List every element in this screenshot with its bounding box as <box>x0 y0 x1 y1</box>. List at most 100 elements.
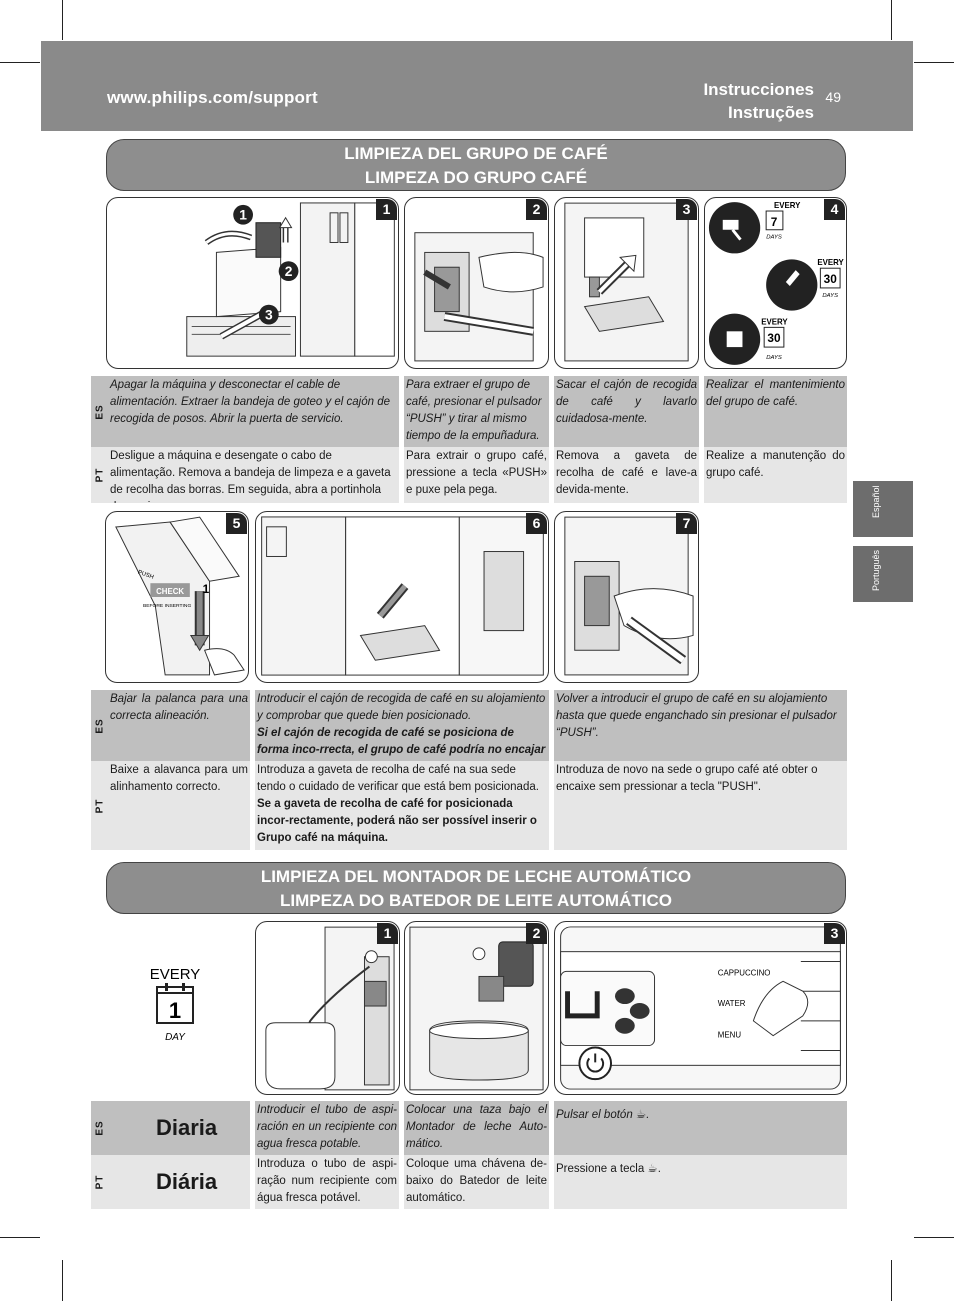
illustration-panel-6: 6 <box>255 511 549 683</box>
panel-number: 3 <box>824 923 845 944</box>
milk-illustration-panel-1: 1 <box>255 921 400 1095</box>
panel-number: 1 <box>376 199 397 220</box>
instruction-row-pt: PT Desligue a máquina e desengate o cabo… <box>91 447 847 503</box>
cup-under-frother-illustration <box>409 926 544 1091</box>
svg-text:PUSH: PUSH <box>137 570 154 581</box>
insert-drawer-illustration <box>261 516 544 676</box>
svg-text:CHECK: CHECK <box>156 587 184 596</box>
svg-text:DAY: DAY <box>165 1032 186 1043</box>
svg-text:30: 30 <box>767 331 781 345</box>
step-text-group: Pressione a tecla ☕︎. <box>556 1163 661 1175</box>
panel-number: 2 <box>526 923 547 944</box>
panel-number: 5 <box>226 513 247 534</box>
svg-text:1: 1 <box>169 998 181 1023</box>
step-text: Pulsar el botón <box>556 1109 633 1121</box>
crop-mark <box>62 0 63 40</box>
instruction-row-pt: PT Baixe a alavanca para um alinhamento … <box>91 761 847 850</box>
svg-text:EVERY: EVERY <box>150 966 201 983</box>
callout-3 <box>258 304 279 325</box>
illustration-panel-1: 1 2 3 1 <box>106 197 399 369</box>
lang-label-pt: PT <box>94 467 105 483</box>
display-label-water: WATER <box>718 999 746 1008</box>
crop-mark <box>914 62 954 63</box>
crop-mark <box>914 1237 954 1238</box>
step-text: Baixe a alavanca para um alinhamento cor… <box>110 764 248 793</box>
illustration-panel-4: EVERY 7 DAYS EVERY 30 DAYS EVERY 30 DAYS… <box>704 197 847 369</box>
lang-label-es: ES <box>94 1120 105 1136</box>
step-text: Apagar la máquina y desconectar el cable… <box>110 379 391 425</box>
svg-text:30: 30 <box>824 272 838 286</box>
extract-brew-group-illustration <box>414 232 544 362</box>
frequency-title-es: Diaria <box>156 1115 218 1140</box>
step-text: Colocar una taza bajo el Montador de lec… <box>406 1104 547 1150</box>
svg-text:DAYS: DAYS <box>822 293 838 299</box>
section-banner-coffee-group: LIMPIEZA DEL GRUPO DE CAFÉ LIMPEZA DO GR… <box>106 139 846 191</box>
milk-instruction-row-es: ES Diaria Introducir el tubo de aspi-rac… <box>91 1101 847 1155</box>
svg-text:1: 1 <box>239 207 247 223</box>
side-tab-portugues: Português <box>853 546 913 602</box>
step-text: Coloque uma chávena de-baixo do Batedor … <box>406 1158 547 1204</box>
lang-label-pt: PT <box>94 1174 105 1190</box>
crop-mark <box>891 1260 892 1301</box>
panel-number: 6 <box>526 513 547 534</box>
milk-illustration-panel-3: CAPPUCCINO WATER MENU 3 <box>554 921 847 1095</box>
maintenance-schedule-illustration: EVERY 7 DAYS EVERY 30 DAYS EVERY 30 DAYS <box>708 201 845 365</box>
svg-text:1: 1 <box>203 582 210 596</box>
suction-tube-in-jug-illustration <box>265 926 395 1091</box>
crop-mark <box>0 62 40 63</box>
header-titles: Instrucciones Instruções <box>703 78 814 124</box>
machine-open-door-illustration: 1 2 3 <box>186 202 395 357</box>
svg-text:EVERY: EVERY <box>761 317 788 326</box>
instruction-row-es: ES Apagar la máquina y desconectar el ca… <box>91 376 847 447</box>
press-cappuccino-button-illustration: CAPPUCCINO WATER MENU <box>560 926 841 1090</box>
panel-number: 1 <box>377 923 398 944</box>
banner-title-pt: LIMPEZA DO GRUPO CAFÉ <box>364 168 588 187</box>
step-text: Introducir el cajón de recogida de café … <box>257 693 546 722</box>
step-text: Para extraer el grupo de café, presionar… <box>406 379 542 442</box>
lang-label-es: ES <box>94 717 105 734</box>
step-text: Volver a introducir el grupo de café en … <box>556 693 837 739</box>
reinsert-brew-group-illustration <box>564 516 694 676</box>
instruction-row-es: ES Bajar la palanca para una correcta al… <box>91 690 847 761</box>
step-text: Introduza a gaveta de recolha de café na… <box>257 764 539 793</box>
support-url[interactable]: www.philips.com/support <box>107 88 318 107</box>
step-text: Realizar el mantenimiento del grupo de c… <box>706 379 845 408</box>
step-text-group: Introduza a gaveta de recolha de café na… <box>255 761 549 850</box>
step-text: Para extrair o grupo café, pressione a t… <box>406 450 547 496</box>
display-label-cappuccino: CAPPUCCINO <box>718 968 771 977</box>
step-text: Desligue a máquina e desengate o cabo de… <box>110 450 391 503</box>
banner-title-pt: LIMPEZA DO BATEDOR DE LEITE AUTOMÁTICO <box>280 891 672 910</box>
step-text: Bajar la palanca para una correcta aline… <box>110 693 248 722</box>
step-text-group: Pulsar el botón ☕︎. <box>556 1109 650 1121</box>
step-warning: Se a gaveta de recolha de café for posic… <box>257 798 537 844</box>
illustration-panel-5: PUSH CHECK BEFORE INSERTING 1 5 <box>105 511 249 683</box>
title-es: Instrucciones <box>703 80 814 99</box>
step-text: Remova a gaveta de recolha de café e lav… <box>556 450 697 496</box>
step-warning: Si el cajón de recogida de café se posic… <box>257 727 546 756</box>
lang-label-es: ES <box>94 403 105 420</box>
illustration-panel-2: 2 <box>404 197 549 369</box>
title-pt: Instruções <box>728 103 814 122</box>
crop-mark <box>62 1260 63 1301</box>
step-text: Introducir el tubo de aspi-ración en un … <box>257 1104 397 1150</box>
power-icon <box>578 1046 613 1081</box>
lubricate-icon <box>766 259 818 311</box>
frequency-title-pt: Diária <box>156 1169 218 1194</box>
page-header: www.philips.com/support Instrucciones In… <box>41 41 913 131</box>
cappuccino-button-icon: ☕︎ <box>635 1109 647 1121</box>
step-text: Introduza o tubo de aspi-ração num recip… <box>257 1158 397 1204</box>
panel-number: 2 <box>526 199 547 220</box>
crop-mark <box>0 1237 40 1238</box>
illustration-panel-7: 7 <box>554 511 699 683</box>
step-text: Sacar el cajón de recogida de café y lav… <box>556 379 697 425</box>
svg-text:DAYS: DAYS <box>766 355 782 361</box>
svg-text:2: 2 <box>285 263 293 279</box>
panel-number: 4 <box>824 199 845 220</box>
step-text: Pressione a tecla <box>556 1163 645 1175</box>
display-label-menu: MENU <box>718 1031 742 1040</box>
cappuccino-button-icon: ☕︎ <box>647 1163 658 1175</box>
svg-text:EVERY: EVERY <box>817 258 844 267</box>
panel-number: 7 <box>676 513 697 534</box>
illustration-panel-3: 3 <box>554 197 699 369</box>
callout-1 <box>233 204 253 225</box>
